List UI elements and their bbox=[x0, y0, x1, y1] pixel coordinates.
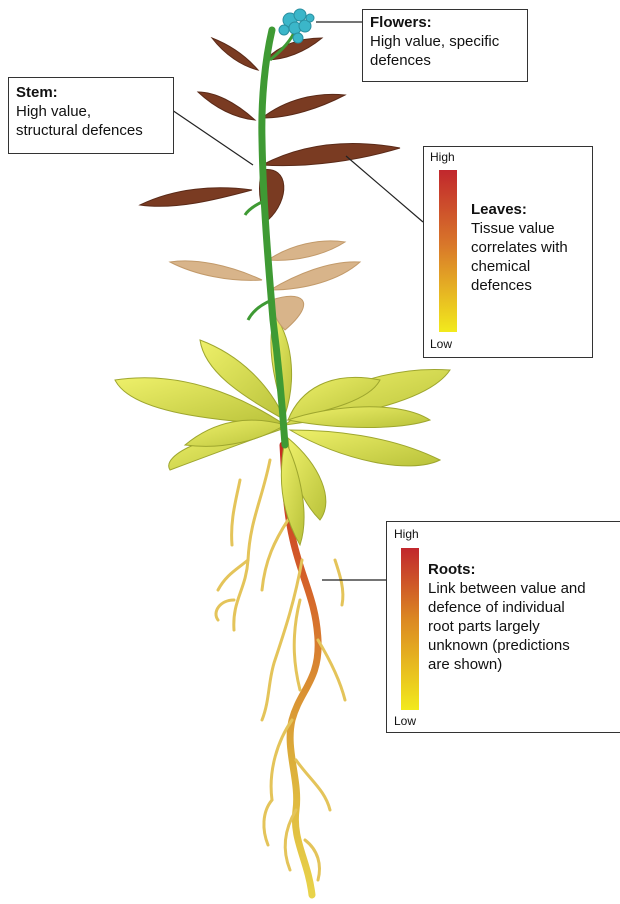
leaves-scale-low: Low bbox=[430, 337, 452, 351]
flowers bbox=[279, 9, 314, 43]
roots-scale-low: Low bbox=[394, 714, 416, 728]
stem-label: Stem: High value, structural defences bbox=[8, 77, 174, 154]
upper-leaves bbox=[140, 38, 400, 220]
stem-description: High value, structural defences bbox=[16, 102, 173, 140]
roots-title: Roots: bbox=[428, 560, 586, 579]
roots-scale-high: High bbox=[394, 527, 419, 541]
flowers-title: Flowers: bbox=[370, 13, 527, 32]
leaves-scale-high: High bbox=[430, 150, 455, 164]
leaves-value-scale bbox=[439, 170, 457, 332]
roots-description: Link between value and defence of indivi… bbox=[428, 579, 586, 674]
leaves-label: High Low Leaves: Tissue value correlates… bbox=[423, 146, 593, 358]
roots-value-scale bbox=[401, 548, 419, 710]
leaves-leader bbox=[346, 156, 423, 222]
leaves-title: Leaves: bbox=[471, 200, 568, 219]
flowers-label: Flowers: High value, specific defences bbox=[362, 9, 528, 82]
roots-label: High Low Roots: Link between value and d… bbox=[386, 521, 620, 733]
stem-title: Stem: bbox=[16, 83, 173, 102]
roots bbox=[216, 445, 345, 895]
stem-leader bbox=[172, 110, 253, 165]
flowers-description: High value, specific defences bbox=[370, 32, 527, 70]
leaves-description: Tissue value correlates with chemical de… bbox=[471, 219, 568, 295]
